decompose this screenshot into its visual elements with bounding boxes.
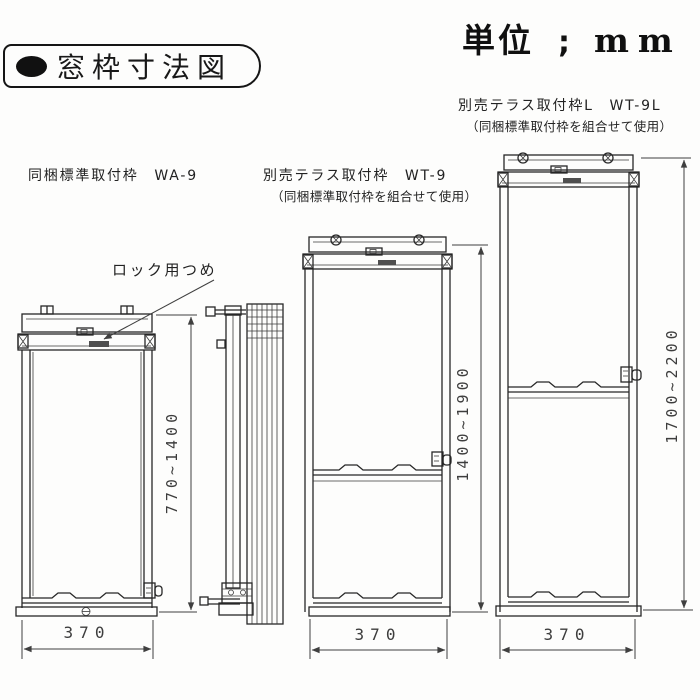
- label-frame-wt9: 別売テラス取付枠 WT-9 （同梱標準取付枠を組合せて使用）: [263, 167, 477, 205]
- lock-tab-detail: [89, 341, 109, 347]
- dimension-width-wa9: 370: [63, 623, 111, 642]
- frame-wa9-front-view: [15, 305, 163, 617]
- frame-side-view: [199, 303, 284, 625]
- title-bullet-icon: [16, 55, 47, 77]
- dimension-lines-wa9: [21, 314, 197, 659]
- unit-annotation: 単位 ; mm: [462, 14, 682, 62]
- label-frame-wt9l-note: （同梱標準取付枠を組合せて使用）: [466, 119, 673, 134]
- dimension-width-wt9l: 370: [543, 625, 591, 644]
- unit-separator: ;: [558, 25, 570, 60]
- dimension-width-wt9: 370: [354, 625, 402, 644]
- label-frame-wt9-note: （同梱標準取付枠を組合せて使用）: [271, 189, 478, 204]
- label-frame-wt9l-name: 別売テラス取付枠L WT-9L: [458, 98, 662, 114]
- dimension-lines-wt9l: [499, 157, 693, 659]
- unit-label: 単位: [462, 21, 534, 60]
- dimension-height-wa9: 770~1400: [163, 409, 181, 515]
- label-lock-tab: ロック用つめ: [112, 261, 218, 279]
- dimension-height-wt9l: 1700~2200: [663, 326, 681, 444]
- dimension-height-wt9: 1400~1900: [454, 364, 472, 482]
- lock-tab-leader-line: [103, 279, 215, 340]
- page-title: 窓枠寸法図: [57, 51, 233, 84]
- label-frame-wa9: 同梱標準取付枠 WA-9: [28, 168, 198, 184]
- frame-wt9-front-view: [302, 234, 453, 617]
- label-frame-wt9-name: 別売テラス取付枠 WT-9: [263, 168, 448, 184]
- label-frame-wt9l: 別売テラス取付枠L WT-9L （同梱標準取付枠を組合せて使用）: [458, 97, 672, 135]
- drawing-title-box: 窓枠寸法図: [3, 44, 261, 88]
- dimension-lines-wt9: [309, 244, 488, 659]
- unit-value: mm: [594, 21, 682, 60]
- frame-wt9l-front-view: [495, 152, 642, 617]
